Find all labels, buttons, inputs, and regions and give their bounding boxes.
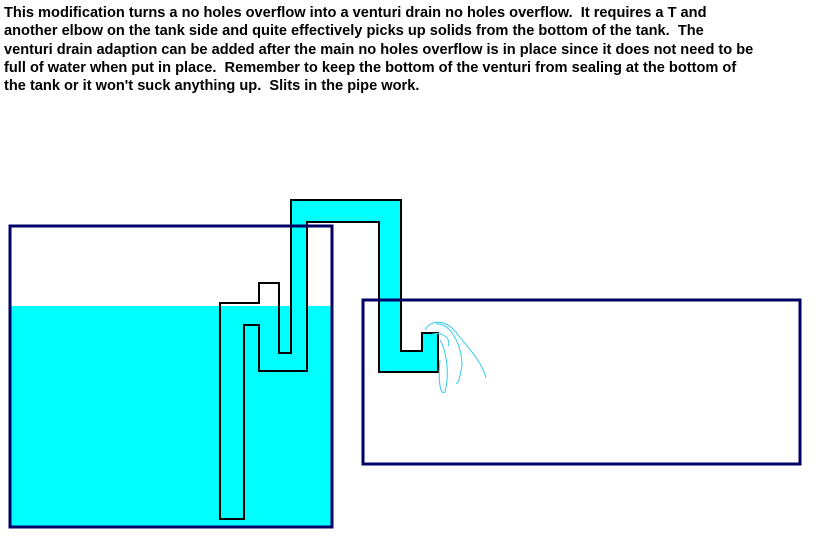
description-text: This modification turns a no holes overf…: [4, 4, 753, 95]
t-fitting-air-gap: [221, 284, 290, 306]
pipe-riser-fill: [292, 284, 306, 306]
gap-fill: [280, 284, 290, 306]
sump-tank: [361, 298, 802, 466]
caption-line-4: full of water when put in place. Remembe…: [4, 59, 737, 76]
display-tank-water: [11, 306, 331, 526]
caption-line-5: the tank or it won't suck anything up. S…: [4, 78, 420, 95]
caption-line-3: venturi drain adaption can be added afte…: [4, 41, 754, 58]
water-splash-icon: [424, 321, 487, 394]
caption-line-2: another elbow on the tank side and quite…: [4, 23, 704, 40]
caption-line-1: This modification turns a no holes overf…: [4, 5, 707, 21]
overflow-pipe-fill: [220, 200, 438, 519]
display-tank: [8, 224, 334, 529]
